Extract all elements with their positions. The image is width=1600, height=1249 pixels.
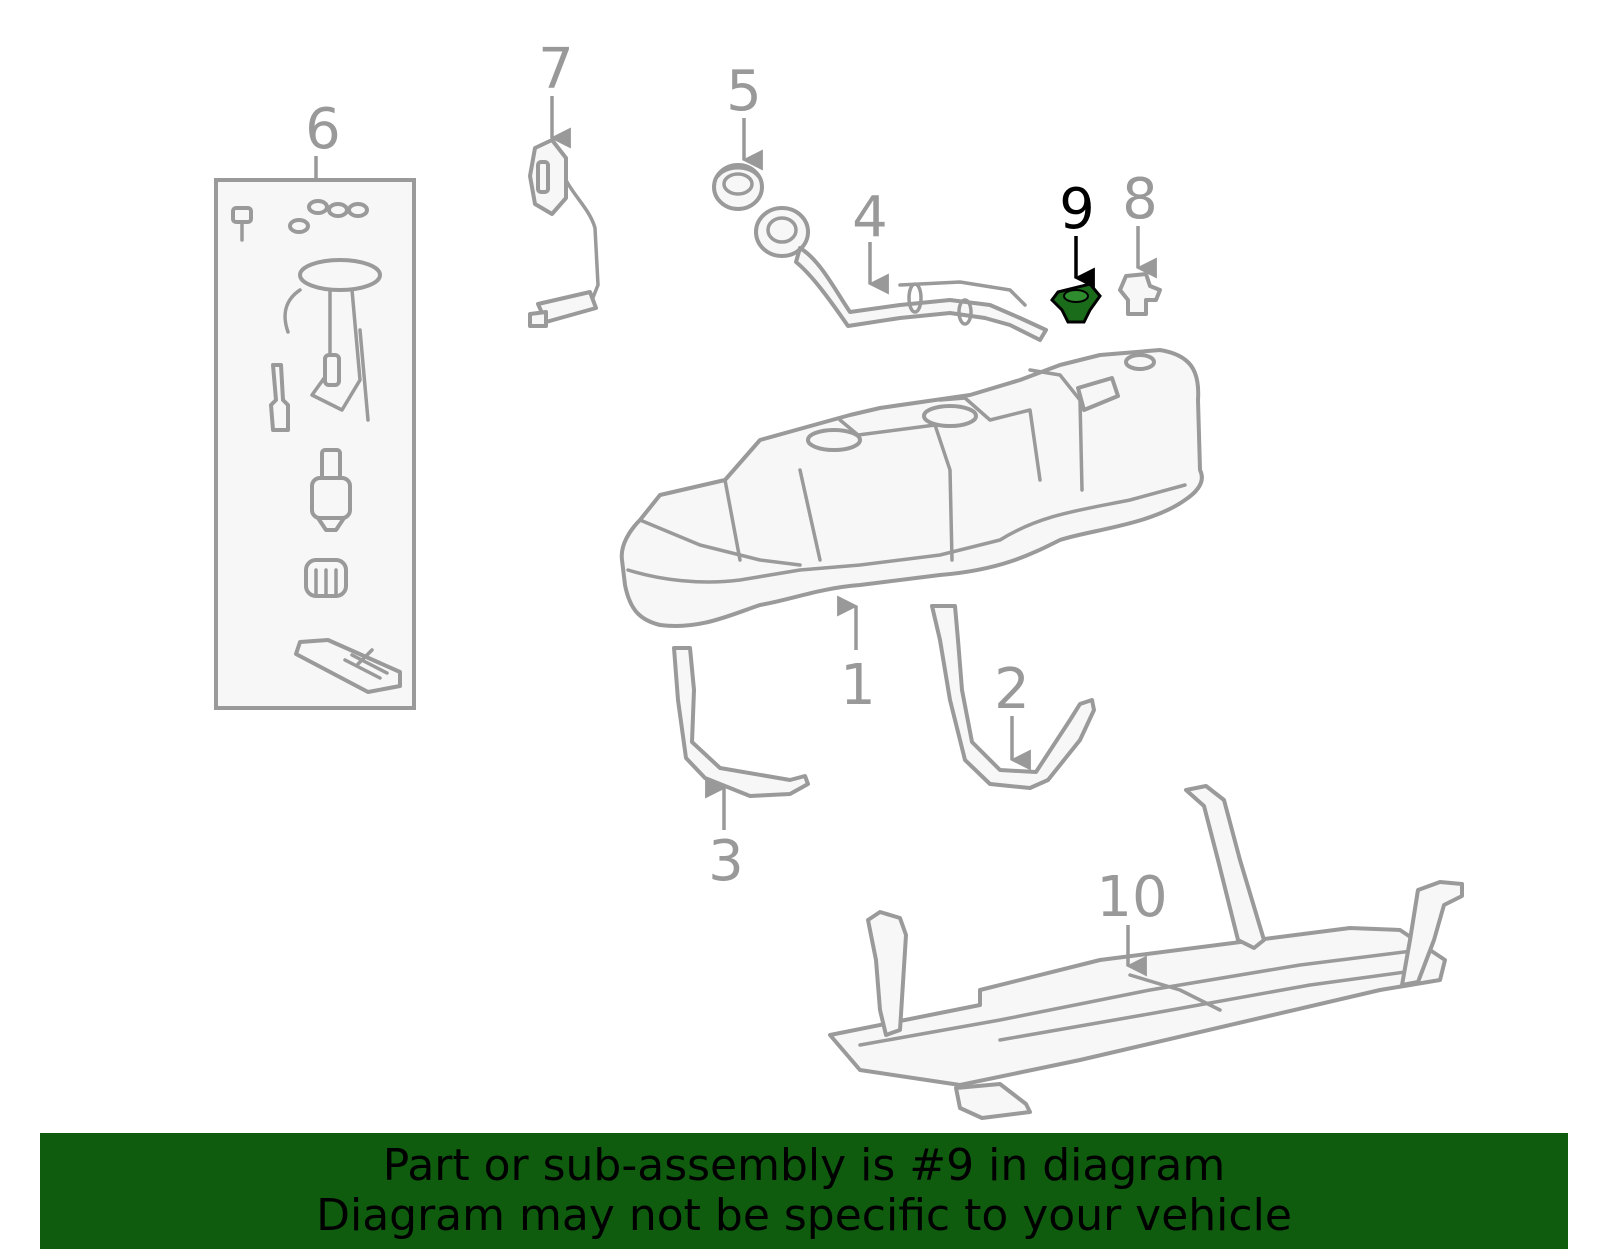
callout-4[interactable]: 4 — [852, 185, 888, 250]
part-5-fuel-cap[interactable] — [712, 163, 764, 211]
part-10-skid-plate[interactable] — [828, 784, 1464, 1120]
banner-line-1: Part or sub-assembly is #9 in diagram — [382, 1140, 1226, 1191]
callout-2[interactable]: 2 — [994, 657, 1030, 722]
part-8-valve[interactable] — [1118, 272, 1162, 316]
callout-9[interactable]: 9 — [1059, 177, 1095, 242]
part-1-fuel-tank[interactable] — [619, 348, 1204, 628]
part-9-highlighted[interactable] — [1050, 282, 1102, 324]
callout-3[interactable]: 3 — [708, 829, 744, 894]
callout-8[interactable]: 8 — [1122, 167, 1158, 232]
part-6-fuel-pump-kit[interactable] — [214, 178, 416, 710]
banner-line-2: Diagram may not be specific to your vehi… — [316, 1190, 1292, 1241]
part-3-strap[interactable] — [672, 646, 810, 798]
callout-1[interactable]: 1 — [840, 653, 876, 718]
part-4-filler-neck[interactable] — [754, 206, 1048, 342]
callout-7[interactable]: 7 — [538, 37, 574, 102]
info-banner: Part or sub-assembly is #9 in diagram Di… — [40, 1133, 1568, 1249]
part-2-strap[interactable] — [930, 604, 1096, 790]
callout-10[interactable]: 10 — [1096, 865, 1167, 930]
part-7-sending-unit[interactable] — [528, 138, 600, 328]
callout-6[interactable]: 6 — [305, 97, 341, 162]
callout-5[interactable]: 5 — [726, 59, 762, 124]
